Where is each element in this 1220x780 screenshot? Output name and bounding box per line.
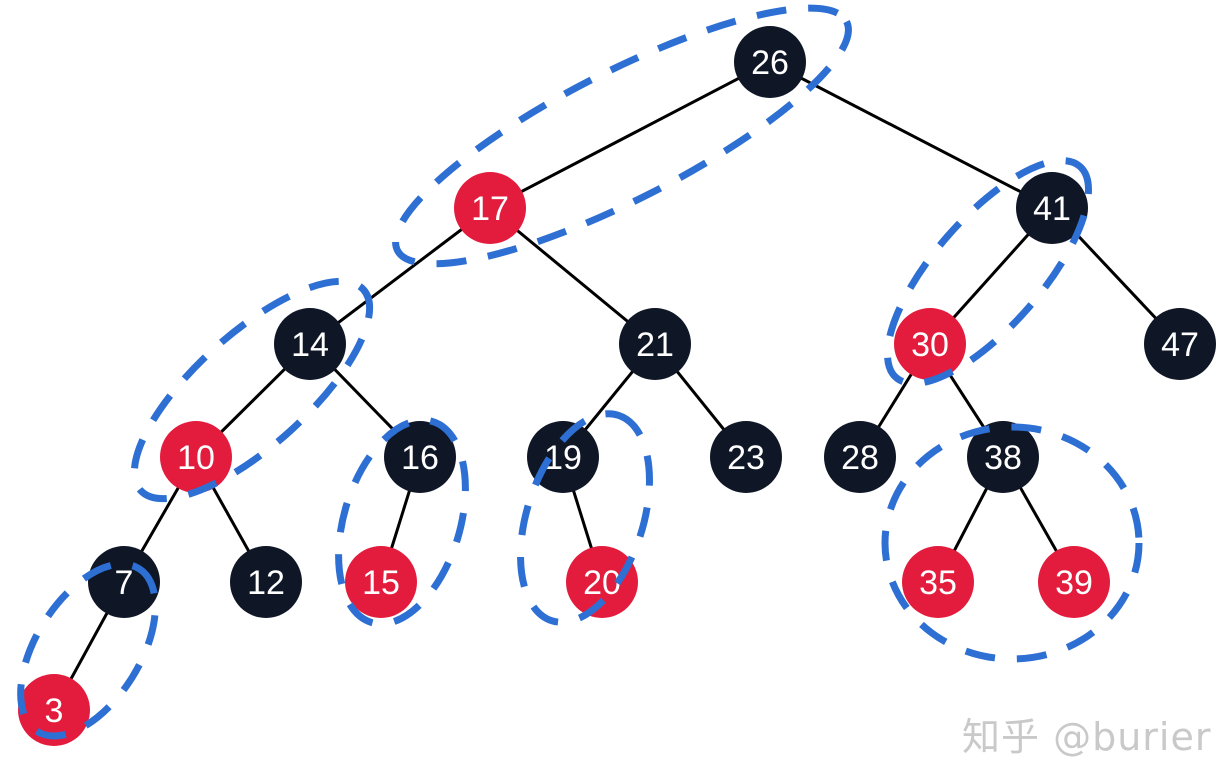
black-node-circle (274, 308, 346, 380)
node-label: 39 (1055, 564, 1093, 602)
black-node-circle (1016, 172, 1088, 244)
tree-nodes: 26 17 41 14 21 30 47 10 16 19 23 28 38 7 12 15 20 35 39 3 (18, 26, 1216, 746)
node-label: 35 (919, 564, 957, 602)
tree-node-3: 3 (18, 674, 90, 746)
red-node-circle (454, 172, 526, 244)
tree-node-15: 15 (345, 546, 417, 618)
node-label: 3 (45, 692, 64, 730)
node-label: 21 (636, 326, 674, 364)
edge-26-41 (769, 60, 1053, 210)
dashed-group-14-10 (130, 277, 374, 503)
watermark: 知乎 @burier (962, 715, 1212, 759)
black-node-circle (384, 421, 456, 493)
tree-node-14: 14 (274, 308, 346, 380)
node-label: 38 (984, 439, 1022, 477)
dashed-group-16-15 (335, 416, 469, 628)
black-node-circle (230, 546, 302, 618)
black-node-circle (824, 421, 896, 493)
dashed-group-38-35-39 (881, 423, 1143, 663)
red-node-circle (18, 674, 90, 746)
edge-17-14 (309, 206, 491, 346)
tree-node-21: 21 (619, 308, 691, 380)
tree-node-26: 26 (734, 26, 806, 98)
black-node-circle (734, 26, 806, 98)
node-label: 14 (291, 326, 329, 364)
tree-node-12: 12 (230, 546, 302, 618)
tree-node-39: 39 (1038, 546, 1110, 618)
node-label: 26 (751, 44, 789, 82)
dashed-group-7-3 (17, 560, 159, 740)
node-label: 28 (841, 439, 879, 477)
node-label: 17 (471, 190, 509, 228)
black-node-circle (619, 308, 691, 380)
tree-node-10: 10 (160, 421, 232, 493)
edge-26-17 (489, 60, 771, 210)
tree-node-16: 16 (384, 421, 456, 493)
dashed-groupings (17, 4, 1143, 740)
black-node-circle (527, 421, 599, 493)
tree-node-19: 19 (527, 421, 599, 493)
tree-node-20: 20 (566, 546, 638, 618)
node-label: 10 (177, 439, 215, 477)
black-node-circle (1144, 308, 1216, 380)
tree-node-28: 28 (824, 421, 896, 493)
red-node-circle (902, 546, 974, 618)
node-label: 23 (727, 439, 765, 477)
tree-node-35: 35 (902, 546, 974, 618)
tree-node-47: 47 (1144, 308, 1216, 380)
tree-node-38: 38 (967, 421, 1039, 493)
dashed-group-19-20 (517, 410, 653, 626)
red-node-circle (345, 546, 417, 618)
node-label: 20 (583, 564, 621, 602)
tree-node-23: 23 (710, 421, 782, 493)
tree-node-41: 41 (1016, 172, 1088, 244)
tree-node-30: 30 (894, 308, 966, 380)
node-label: 7 (115, 564, 134, 602)
red-node-circle (894, 308, 966, 380)
black-node-circle (967, 421, 1039, 493)
node-label: 15 (362, 564, 400, 602)
node-label: 16 (401, 439, 439, 477)
red-node-circle (160, 421, 232, 493)
red-node-circle (1038, 546, 1110, 618)
node-label: 41 (1033, 190, 1071, 228)
node-label: 12 (247, 564, 285, 602)
black-node-circle (710, 421, 782, 493)
dashed-group-26-17 (392, 4, 852, 268)
dashed-group-41-30 (884, 157, 1092, 387)
node-label: 19 (544, 439, 582, 477)
node-label: 30 (911, 326, 949, 364)
red-node-circle (566, 546, 638, 618)
node-label: 47 (1161, 326, 1199, 364)
tree-node-17: 17 (454, 172, 526, 244)
